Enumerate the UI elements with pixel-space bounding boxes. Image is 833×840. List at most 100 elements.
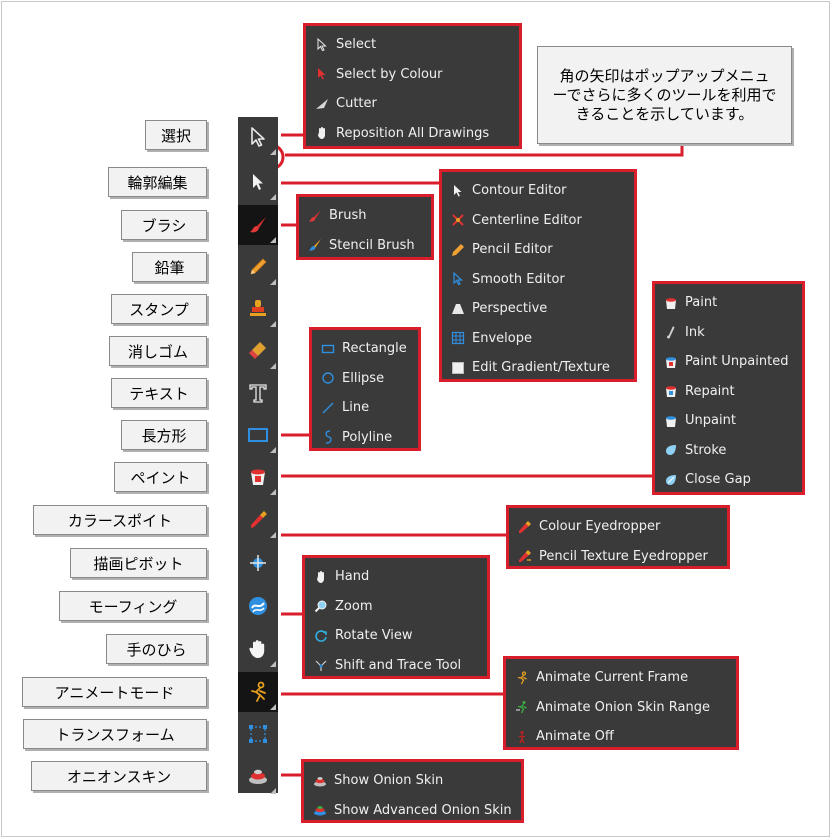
menu-item-smooth-editor[interactable]: Smooth Editor <box>442 265 634 295</box>
popup-corner-indicator <box>270 194 276 200</box>
popup-corner-indicator <box>270 489 276 495</box>
brush-tool-button[interactable] <box>238 205 278 245</box>
pencil-tool-button[interactable] <box>238 247 278 287</box>
popup-corner-indicator <box>270 321 276 327</box>
tool-label-transform: トランスフォーム <box>23 719 207 749</box>
tool-label-rectangle: 長方形 <box>121 420 207 450</box>
menu-item-cutter[interactable]: Cutter <box>306 89 519 119</box>
menu-item-label: Shift and Trace Tool <box>335 657 462 673</box>
menu-item-label: Unpaint <box>685 413 736 429</box>
hand-icon <box>317 570 324 583</box>
contour-editor-tool-button[interactable] <box>238 162 278 202</box>
hand-popup-menu: Hand Zoom Rotate View Shift and Trace To… <box>302 555 490 679</box>
menu-item-stencil-brush[interactable]: Stencil Brush <box>299 231 431 261</box>
menu-item-polyline[interactable]: Polyline <box>312 423 418 453</box>
text-tool-button[interactable] <box>238 373 278 413</box>
hand-icon <box>249 640 265 658</box>
menu-item-colour-eyedropper[interactable]: Colour Eyedropper <box>509 512 727 542</box>
menu-item-label: Close Gap <box>685 472 751 488</box>
stamp-tool-button[interactable] <box>238 289 278 329</box>
menu-item-label: Colour Eyedropper <box>539 519 661 535</box>
cutter-icon <box>316 98 328 109</box>
animate-mode-tool-button[interactable] <box>238 672 278 712</box>
pencil-editor-icon <box>452 243 464 256</box>
menu-item-edit-gradient-texture[interactable]: Edit Gradient/Texture <box>442 353 634 383</box>
tool-label-stamp: スタンプ <box>111 294 207 324</box>
select-tool-button[interactable] <box>238 117 278 157</box>
select-arrow-icon <box>317 37 327 51</box>
menu-item-label: Reposition All Drawings <box>336 125 490 141</box>
onion-skin-popup-menu: Show Onion Skin Show Advanced Onion Skin <box>301 759 524 823</box>
menu-item-label: Stencil Brush <box>329 237 415 253</box>
menu-item-animate-onion-skin-range[interactable]: Animate Onion Skin Range <box>506 693 736 723</box>
tool-label-hand: 手のひら <box>106 634 207 664</box>
menu-item-brush[interactable]: Brush <box>299 201 431 231</box>
menu-item-animate-off[interactable]: Animate Off <box>506 722 736 752</box>
menu-item-label: Pencil Texture Eyedropper <box>539 548 708 564</box>
rectangle-tool-button[interactable] <box>238 415 278 455</box>
paint-tool-button[interactable] <box>238 457 278 497</box>
menu-item-select[interactable]: Select <box>306 30 519 60</box>
popup-corner-indicator <box>270 532 276 538</box>
paint-popup-menu: Paint Ink Paint Unpainted Repaint Unpain… <box>652 281 805 495</box>
smooth-editor-icon <box>453 272 464 286</box>
menu-item-animate-current-frame[interactable]: Animate Current Frame <box>506 663 736 693</box>
menu-item-perspective[interactable]: Perspective <box>442 294 634 324</box>
menu-item-centerline-editor[interactable]: Centerline Editor <box>442 206 634 236</box>
tools-toolbar <box>238 117 278 796</box>
menu-item-label: Animate Off <box>536 729 614 745</box>
menu-item-rectangle[interactable]: Rectangle <box>312 334 418 364</box>
brush-popup-menu: Brush Stencil Brush <box>296 194 434 260</box>
menu-item-label: Rotate View <box>335 628 413 644</box>
eyedropper-tool-button[interactable] <box>238 500 278 540</box>
menu-item-label: Perspective <box>472 301 548 317</box>
popup-corner-indicator <box>270 704 276 710</box>
menu-item-pencil-editor[interactable]: Pencil Editor <box>442 235 634 265</box>
animate-onion-range-icon <box>516 701 527 714</box>
menu-item-show-advanced-onion-skin[interactable]: Show Advanced Onion Skin <box>304 796 521 826</box>
menu-item-label: Rectangle <box>342 341 407 357</box>
shift-trace-icon <box>315 660 327 672</box>
menu-item-select-by-colour[interactable]: Select by Colour <box>306 60 519 90</box>
menu-item-label: Animate Current Frame <box>536 670 689 686</box>
pencil-texture-eyedropper-icon <box>519 550 531 563</box>
hand-tool-button[interactable] <box>238 629 278 669</box>
menu-item-reposition-all-drawings[interactable]: Reposition All Drawings <box>306 119 519 149</box>
menu-item-unpaint[interactable]: Unpaint <box>655 406 802 436</box>
menu-item-label: Paint <box>685 295 718 311</box>
menu-item-label: Select <box>336 37 377 53</box>
onion-skin-tool-button[interactable] <box>238 756 278 796</box>
menu-item-hand[interactable]: Hand <box>305 562 487 592</box>
paint-bucket-icon <box>666 297 676 309</box>
menu-item-ellipse[interactable]: Ellipse <box>312 364 418 394</box>
transform-tool-button[interactable] <box>238 714 278 754</box>
stamp-icon <box>250 300 266 316</box>
menu-item-envelope[interactable]: Envelope <box>442 324 634 354</box>
menu-item-label: Stroke <box>685 442 727 458</box>
menu-item-close-gap[interactable]: Close Gap <box>655 465 802 495</box>
menu-item-zoom[interactable]: Zoom <box>305 592 487 622</box>
menu-item-repaint[interactable]: Repaint <box>655 377 802 407</box>
menu-item-paint-unpainted[interactable]: Paint Unpainted <box>655 347 802 377</box>
menu-item-pencil-texture-eyedropper[interactable]: Pencil Texture Eyedropper <box>509 542 727 572</box>
popup-corner-indicator <box>270 788 276 794</box>
eraser-tool-button[interactable] <box>238 331 278 371</box>
menu-item-line[interactable]: Line <box>312 393 418 423</box>
contour-editor-popup-menu: Contour Editor Centerline Editor Pencil … <box>439 169 637 382</box>
morphing-tool-button[interactable] <box>238 586 278 626</box>
repaint-icon <box>666 386 676 398</box>
text-t-icon <box>249 384 267 403</box>
menu-item-ink[interactable]: Ink <box>655 318 802 348</box>
menu-item-rotate-view[interactable]: Rotate View <box>305 621 487 651</box>
drawing-pivot-tool-button[interactable] <box>238 543 278 583</box>
menu-item-shift-and-trace-tool[interactable]: Shift and Trace Tool <box>305 651 487 681</box>
menu-item-label: Contour Editor <box>472 183 567 199</box>
animate-figure-icon <box>251 681 266 702</box>
advanced-onion-skin-icon <box>314 806 326 816</box>
menu-item-stroke[interactable]: Stroke <box>655 436 802 466</box>
menu-item-show-onion-skin[interactable]: Show Onion Skin <box>304 766 521 796</box>
menu-item-label: Ellipse <box>342 370 385 386</box>
popup-corner-indicator <box>270 279 276 285</box>
menu-item-paint[interactable]: Paint <box>655 288 802 318</box>
menu-item-contour-editor[interactable]: Contour Editor <box>442 176 634 206</box>
